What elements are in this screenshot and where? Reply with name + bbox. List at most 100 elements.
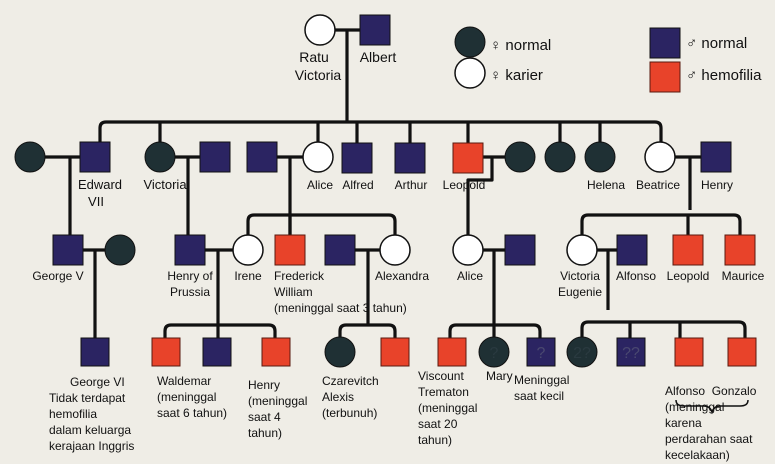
pedigree-lines	[45, 28, 749, 415]
person-label: Trematon	[418, 385, 469, 399]
person-symbol	[504, 234, 536, 266]
person-label: Victoria	[143, 177, 187, 192]
generation-4: ? ? 2? ?? George VI Tidak terdapat hemof…	[49, 336, 757, 462]
person-symbol	[394, 142, 426, 174]
generation-2: Edward VII Victoria Alice Alfred Arthur …	[14, 141, 733, 209]
person-label: (terbunuh)	[322, 406, 377, 420]
person-symbol	[584, 141, 616, 173]
person-label: kerajaan Inggris	[49, 439, 134, 453]
person-label: kecelakaan)	[665, 448, 730, 462]
legend-label: ♂ hemofilia	[686, 67, 762, 84]
person-symbol	[616, 337, 646, 367]
generation-3: George V Henry of Prussia Irene Frederic…	[32, 234, 765, 315]
person-label: William	[274, 285, 313, 299]
person-symbol	[14, 141, 46, 173]
person-symbol	[544, 141, 576, 173]
person-label: Mary	[486, 369, 513, 383]
legend-male-hemophilia-icon	[649, 61, 681, 93]
person-label: Alexandra	[375, 269, 429, 283]
person-symbol	[202, 337, 232, 367]
person-label: (meninggal	[418, 401, 477, 415]
person-label: tahun)	[248, 426, 282, 440]
person-symbol	[566, 336, 598, 368]
person-label: George VI	[70, 375, 125, 389]
person-label: (meninggal	[157, 390, 216, 404]
person-symbol	[341, 142, 373, 174]
person-label: Alice	[307, 178, 333, 192]
queen-victoria-symbol	[304, 14, 336, 46]
legend-female-normal-icon	[454, 26, 486, 58]
person-label: dalam keluarga	[49, 423, 131, 437]
person-symbol	[566, 234, 598, 266]
unknown-mark: ??	[622, 345, 640, 362]
person-label: Frederick	[274, 269, 325, 283]
legend-label: ♀ karier	[490, 67, 543, 84]
person-symbol	[199, 141, 231, 173]
person-label: (meninggal	[665, 400, 724, 414]
person-label: Alfonso	[616, 269, 656, 283]
person-label: Henry of	[167, 269, 213, 283]
person-symbol	[504, 141, 536, 173]
person-label: Arthur	[395, 178, 428, 192]
legend-label: ♂ normal	[686, 35, 747, 52]
person-label: saat 6 tahun)	[157, 406, 227, 420]
person-label: tahun)	[418, 433, 452, 447]
person-label: Prussia	[170, 285, 210, 299]
person-label: Tidak terdapat	[49, 391, 126, 405]
person-symbol	[274, 234, 306, 266]
person-label: Leopold	[443, 178, 486, 192]
person-label: Maurice	[722, 269, 765, 283]
person-label: Alexis	[322, 390, 354, 404]
person-symbol	[379, 234, 411, 266]
person-label: (meninggal saat 3 tahun)	[274, 301, 407, 315]
person-label: Henry	[248, 378, 280, 392]
person-symbol	[452, 234, 484, 266]
person-symbol	[644, 141, 676, 173]
person-label: perdarahan saat	[665, 432, 753, 446]
brace	[675, 399, 749, 415]
person-symbol	[700, 141, 732, 173]
person-label: Czarevitch	[322, 374, 379, 388]
person-symbol	[151, 337, 181, 367]
person-symbol	[324, 336, 356, 368]
person-symbol	[526, 337, 556, 367]
person-label: (meninggal	[248, 394, 307, 408]
person-label: Eugenie	[558, 285, 602, 299]
person-label: Alfonso Gonzalo	[665, 384, 757, 398]
person-symbol	[452, 142, 484, 174]
person-label: Helena	[587, 178, 625, 192]
person-symbol	[672, 234, 704, 266]
legend-male-normal-icon	[649, 27, 681, 59]
unknown-mark: ?	[490, 345, 499, 362]
person-symbol	[724, 234, 756, 266]
person-symbol	[437, 337, 467, 367]
person-symbol	[232, 234, 264, 266]
legend-label: ♀ normal	[490, 37, 551, 54]
person-label: Henry	[701, 178, 733, 192]
unknown-mark: 2?	[573, 345, 591, 362]
person-symbol	[380, 337, 410, 367]
person-label: Meninggal	[514, 373, 569, 387]
person-symbol	[104, 234, 136, 266]
person-symbol	[324, 234, 356, 266]
person-label: Beatrice	[636, 178, 680, 192]
person-label: Edward	[78, 177, 122, 192]
person-label: Alice	[457, 269, 483, 283]
person-label: saat kecil	[514, 389, 564, 403]
person-symbol	[144, 141, 176, 173]
person-symbol	[52, 234, 84, 266]
person-label: karena	[665, 416, 702, 430]
person-label: saat 4	[248, 410, 281, 424]
albert-symbol	[359, 14, 391, 46]
person-label: VII	[88, 194, 104, 209]
legend: ♀ normal ♀ karier ♂ normal ♂ hemofilia	[454, 26, 762, 93]
person-symbol	[261, 337, 291, 367]
person-label: Victoria	[295, 67, 342, 83]
legend-female-carrier-icon	[454, 57, 486, 89]
person-label: Ratu	[299, 49, 329, 65]
person-symbol	[79, 141, 111, 173]
person-symbol	[302, 141, 334, 173]
person-label: Viscount	[418, 369, 464, 383]
person-label: Irene	[234, 269, 262, 283]
